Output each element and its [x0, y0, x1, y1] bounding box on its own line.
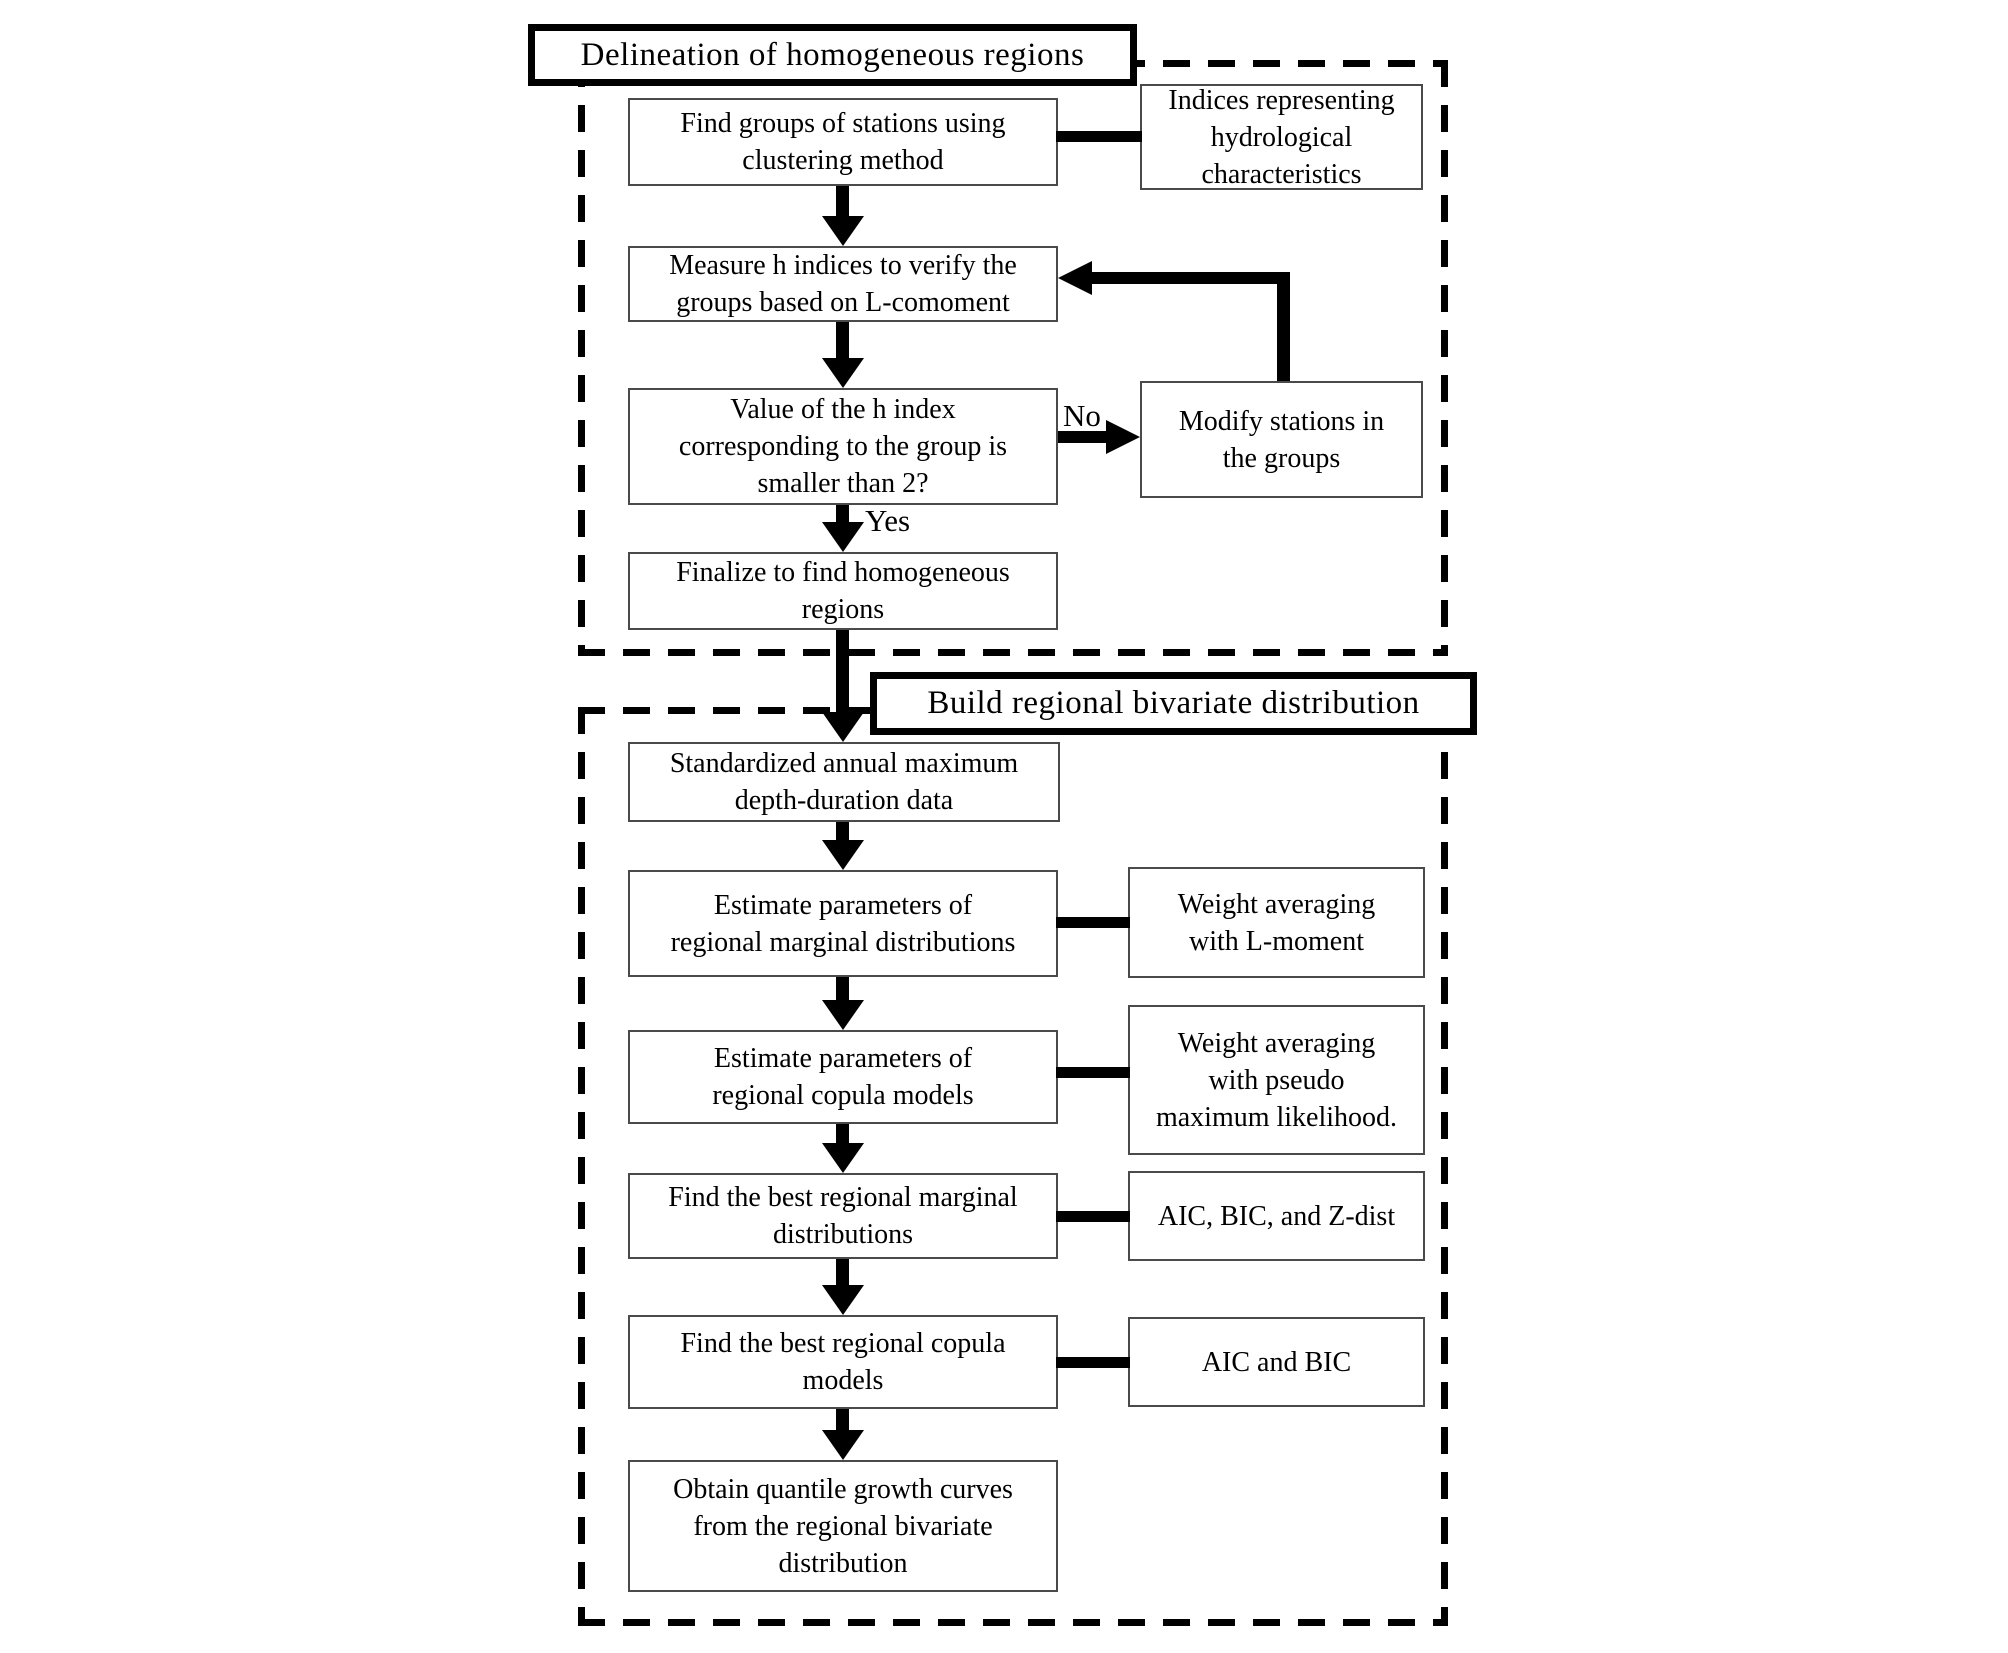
connector-find-groups-indices — [1056, 131, 1142, 142]
no-arrow-bar — [1058, 431, 1108, 443]
section2-title: Build regional bivariate distribution — [870, 672, 1477, 735]
indices-box: Indices representing hydrological charac… — [1140, 84, 1423, 190]
no-arrow-head — [1106, 420, 1140, 454]
arrow-findmarginal-to-findcopula-head — [822, 1285, 864, 1315]
arrow-standardized-to-marginal-head — [822, 840, 864, 870]
obtain-quantile-box: Obtain quantile growth curves from the r… — [628, 1460, 1058, 1592]
arrow-copula-to-findmarginal-head — [822, 1143, 864, 1173]
finalize-box: Finalize to find homogeneous regions — [628, 552, 1058, 630]
arrow-findcopula-to-obtain-head — [822, 1430, 864, 1460]
feedback-arrow-head — [1058, 261, 1092, 295]
container1-dashed-right — [1441, 60, 1448, 655]
estimate-marginal-box: Estimate parameters of regional marginal… — [628, 870, 1058, 977]
connector-copula-weightpseudo — [1056, 1067, 1130, 1078]
yes-arrow-shaft — [836, 505, 849, 524]
measure-h-box: Measure h indices to verify the groups b… — [628, 246, 1058, 322]
h-question-box: Value of the h index corresponding to th… — [628, 388, 1058, 505]
container1-dashed-left — [578, 60, 585, 655]
feedback-arrow-vertical — [1277, 272, 1290, 381]
arrow-copula-to-findmarginal-shaft — [836, 1124, 849, 1145]
connector-marginal-weightlmoment — [1056, 917, 1130, 928]
arrow-find-to-measure-head — [822, 216, 864, 246]
arrow-find-to-measure-shaft — [836, 186, 849, 218]
connector-findmarginal-aicbicz — [1056, 1211, 1130, 1222]
container2-dashed-left — [578, 707, 585, 1626]
arrow-finalize-to-standardized-head — [822, 712, 864, 742]
arrow-finalize-to-standardized-shaft — [836, 630, 849, 714]
find-marginal-box: Find the best regional marginal distribu… — [628, 1173, 1058, 1259]
no-label: No — [1063, 398, 1101, 433]
feedback-arrow-horizontal — [1090, 272, 1290, 284]
container2-dashed-right — [1441, 707, 1448, 1626]
arrow-findmarginal-to-findcopula-shaft — [836, 1259, 849, 1287]
weight-lmoment-box: Weight averaging with L-moment — [1128, 867, 1425, 978]
arrow-marginal-to-copula-head — [822, 1000, 864, 1030]
arrow-measure-to-question-shaft — [836, 322, 849, 360]
arrow-marginal-to-copula-shaft — [836, 977, 849, 1002]
aic-bic-box: AIC and BIC — [1128, 1317, 1425, 1407]
find-copula-box: Find the best regional copula models — [628, 1315, 1058, 1409]
connector-findcopula-aicbic — [1056, 1357, 1130, 1368]
aic-bic-z-box: AIC, BIC, and Z-dist — [1128, 1171, 1425, 1261]
standardized-box: Standardized annual maximum depth-durati… — [628, 742, 1060, 822]
modify-stations-box: Modify stations in the groups — [1140, 381, 1423, 498]
yes-label: Yes — [865, 503, 911, 538]
container1-dashed-bottom — [578, 649, 1448, 656]
arrow-findcopula-to-obtain-shaft — [836, 1409, 849, 1432]
arrow-measure-to-question-head — [822, 358, 864, 388]
weight-pseudo-box: Weight averaging with pseudo maximum lik… — [1128, 1005, 1425, 1155]
section1-title: Delineation of homogeneous regions — [528, 24, 1137, 86]
estimate-copula-box: Estimate parameters of regional copula m… — [628, 1030, 1058, 1124]
arrow-standardized-to-marginal-shaft — [836, 822, 849, 842]
yes-arrow-head — [822, 522, 864, 552]
container2-dashed-bottom — [578, 1619, 1448, 1626]
find-groups-box: Find groups of stations using clustering… — [628, 98, 1058, 186]
